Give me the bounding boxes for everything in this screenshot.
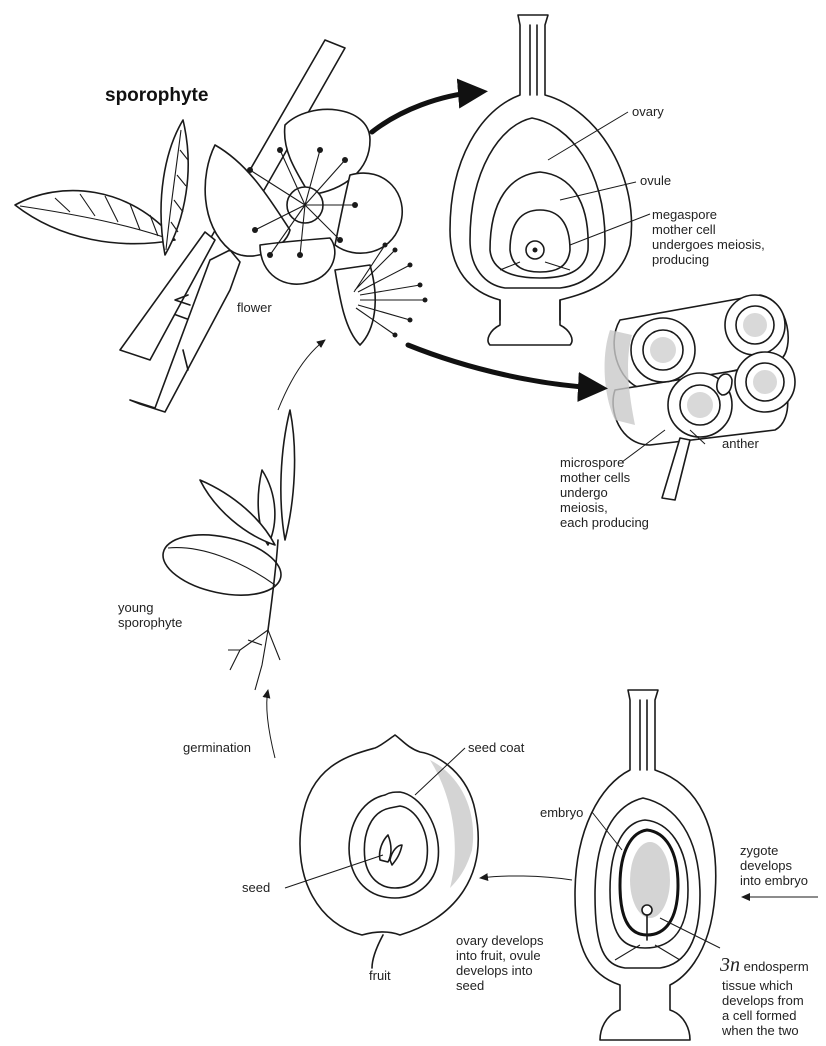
fruit-drawing — [300, 735, 478, 968]
ovary-label: ovary — [632, 104, 664, 119]
germination-label: germination — [183, 740, 251, 755]
seed-coat-label: seed coat — [468, 740, 524, 755]
zygote-label: zygote develops into embryo — [740, 843, 808, 888]
flower-label: flower — [237, 300, 272, 315]
endosperm-n: n — [730, 954, 740, 976]
endosperm-three: 3 — [720, 954, 730, 976]
megaspore-label: megaspore mother cell undergoes meiosis,… — [652, 207, 765, 267]
endosperm-description: tissue which develops from a cell formed… — [722, 978, 804, 1038]
embryo-label: embryo — [540, 805, 583, 820]
leaf-drawing — [15, 120, 188, 255]
young-sporophyte-label: young sporophyte — [118, 600, 182, 630]
ovary-develops-label: ovary develops into fruit, ovule develop… — [456, 933, 543, 993]
anther-label: anther — [722, 436, 759, 451]
ovule-label: ovule — [640, 173, 671, 188]
sporophyte-title: sporophyte — [105, 88, 208, 103]
ovary-cross-section — [450, 15, 632, 345]
fertilized-ovary-section — [575, 690, 716, 1040]
endosperm-label: 3n endosperm — [720, 958, 809, 974]
seed-label: seed — [242, 880, 270, 895]
microspore-label: microspore mother cells undergo meiosis,… — [560, 455, 649, 530]
fruit-label: fruit — [369, 968, 391, 983]
seedling-drawing — [157, 410, 294, 690]
endosperm-word: endosperm — [740, 959, 809, 974]
